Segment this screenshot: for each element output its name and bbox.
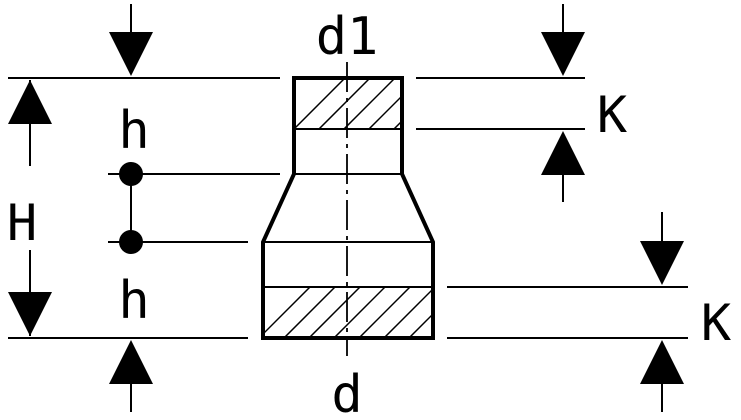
arrow-down-icon (640, 241, 684, 285)
arrow-down-icon (541, 32, 585, 76)
label-d: d (331, 365, 362, 420)
label-K-lower: K (701, 294, 731, 352)
bottom-socket-hatching (263, 287, 433, 338)
dimension-k-lower (640, 212, 684, 412)
arrow-down-icon (109, 32, 153, 76)
arrow-up-icon (541, 131, 585, 175)
dimension-bottom-arrow (109, 340, 153, 412)
dimension-dot-icon (119, 162, 143, 186)
label-H: H (7, 194, 37, 252)
dimension-k-upper (541, 4, 585, 202)
reducer-outline (261, 76, 435, 340)
top-socket-hatching (294, 78, 402, 129)
arrow-up-icon (8, 80, 52, 124)
arrow-up-icon (109, 340, 153, 384)
dimension-top-arrow (109, 4, 153, 76)
label-d1: d1 (316, 7, 379, 67)
arrow-down-icon (8, 292, 52, 336)
label-h-lower: h (118, 271, 149, 331)
reducer-body (261, 76, 435, 340)
extension-lines (8, 77, 688, 339)
arrow-up-icon (640, 340, 684, 384)
dimension-h-markers (119, 162, 143, 254)
dimension-total-height (8, 80, 52, 336)
dimension-dot-icon (119, 230, 143, 254)
label-K-upper: K (597, 86, 627, 144)
label-h-upper: h (118, 101, 149, 161)
